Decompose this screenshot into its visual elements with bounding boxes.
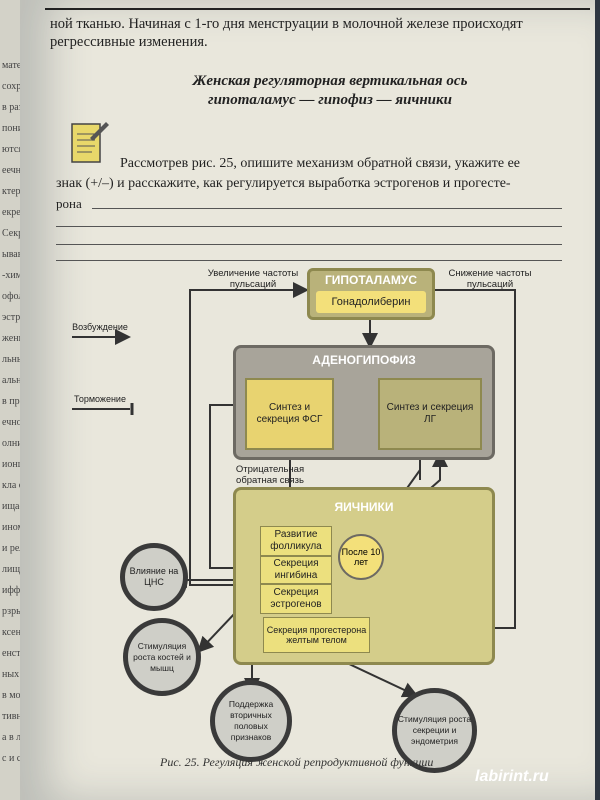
intro-line-2: регрессивные изменения.	[50, 34, 208, 50]
legend-inhibition-label: Торможение	[74, 394, 126, 404]
hypothalamus-title: ГИПОТАЛАМУС	[325, 273, 417, 287]
book-page: ной тканью. Начиная с 1-го дня менструац…	[20, 0, 595, 800]
negative-feedback-label: Отрицательная обратная связь	[235, 464, 305, 486]
task-notepad-icon	[70, 118, 110, 166]
hypothalamus-box: ГИПОТАЛАМУС Гонадолиберин	[307, 268, 435, 320]
secondary-traits-circle: Поддержка вторичных половых признаков	[210, 680, 292, 762]
adenohypophysis-title: АДЕНОГИПОФИЗ	[312, 353, 416, 367]
figure-caption: Рис. 25. Регуляция женской репродуктивно…	[160, 755, 434, 769]
follicle-box: Развитие фолликула	[260, 526, 332, 556]
bones-circle: Стимуляция роста костей и мышц	[123, 618, 201, 696]
margin-fragment: -химиче	[2, 270, 37, 281]
task-line-2: знак (+/–) и расскажите, как регулируетс…	[56, 176, 511, 191]
margin-fragment: ктерный	[2, 186, 38, 197]
lh-box: Синтез и секреция ЛГ	[378, 378, 482, 450]
answer-line-1	[92, 208, 562, 209]
answer-line-4	[56, 260, 562, 261]
ovaries-title: ЯИЧНИКИ	[334, 500, 394, 514]
margin-fragment: и реляц	[2, 543, 35, 554]
answer-line-3	[56, 244, 562, 245]
endometrium-circle: Стимуляция роста секреции и эндометрия	[392, 688, 477, 773]
margin-fragment: в рази	[2, 102, 28, 113]
cns-circle: Влияние на ЦНС	[120, 543, 188, 611]
label-increase-frequency: Увеличение частоты пульсаций	[207, 268, 299, 290]
task-line-1: Рассмотрев рис. 25, опишите механизм обр…	[120, 156, 521, 171]
margin-fragment: матер	[2, 60, 27, 71]
label-decrease-frequency: Снижение частоты пульсаций	[448, 268, 532, 290]
estrogens-box: Секреция эстрогенов	[260, 584, 332, 614]
after-10-circle: После 10 лет	[338, 534, 384, 580]
task-line-3: рона	[56, 196, 82, 211]
section-heading-line-1: Женская регуляторная вертикальная ось	[192, 73, 468, 89]
intro-line-1: ной тканью. Начиная с 1-го дня менструац…	[50, 16, 523, 32]
answer-line-2	[56, 226, 562, 227]
margin-fragment: сохр	[2, 81, 22, 92]
section-heading-line-2: гипоталамус — гипофиз — яичники	[208, 92, 452, 108]
watermark: labirint.ru	[475, 768, 549, 785]
inhibin-box: Секреция ингибина	[260, 556, 332, 584]
fsh-box: Синтез и секреция ФСГ	[245, 378, 334, 450]
legend-excitation-label: Возбуждение	[72, 322, 128, 332]
margin-fragment: еечного	[2, 165, 35, 176]
header-rule	[45, 8, 590, 10]
margin-fragment: лищный	[2, 564, 37, 575]
margin-fragment: понижа	[2, 123, 35, 134]
hypothalamus-hormone: Гонадолиберин	[316, 291, 426, 313]
progesterone-box: Секреция прогестерона желтым телом	[263, 617, 370, 653]
